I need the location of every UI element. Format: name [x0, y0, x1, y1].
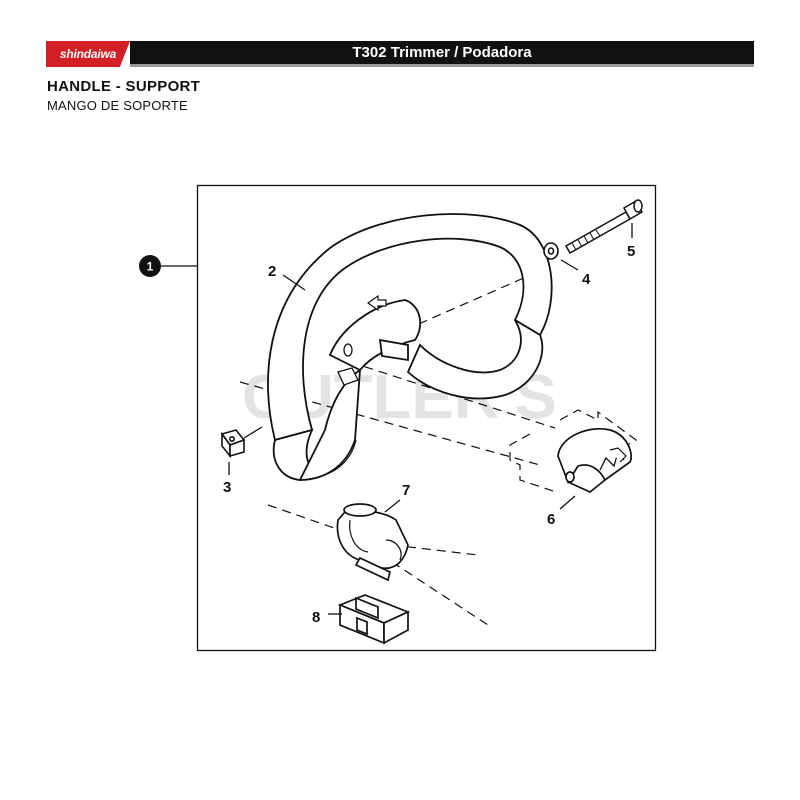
callout-2: 2: [268, 263, 276, 280]
leader-part-3-b: [243, 426, 263, 439]
square-nut-part-3: [220, 429, 246, 459]
brand-logo: shindaiwa: [46, 41, 130, 67]
clamp-cap-part-6: [557, 428, 632, 493]
callout-6: 6: [547, 511, 555, 528]
callout-8: 8: [312, 609, 320, 626]
washer-part-4: [543, 242, 559, 260]
leader-part-2: [282, 274, 306, 291]
header-bar: shindaiwa T302 Trimmer / Podadora: [46, 41, 754, 67]
leader-part-4: [560, 259, 579, 271]
leader-part-6: [559, 495, 576, 510]
section-title: HANDLE - SUPPORT: [47, 78, 201, 95]
section-subtitle: MANGO DE SOPORTE: [47, 98, 188, 113]
callout-7: 7: [402, 482, 410, 499]
assembly-callout: 1: [139, 255, 197, 277]
callout-5: 5: [627, 243, 635, 260]
assembly-callout-number: 1: [147, 260, 154, 274]
bolt-part-5: [564, 199, 644, 255]
header-black-band: [130, 41, 754, 67]
diagram-frame: [196, 184, 657, 652]
handle-bracket-part-7: [336, 503, 409, 582]
callout-4: 4: [582, 271, 591, 288]
header-title: T302 Trimmer / Podadora: [352, 44, 532, 61]
callout-3: 3: [223, 479, 231, 496]
leader-part-7: [384, 499, 401, 513]
spacer-part-8: [337, 594, 411, 645]
handle-part-2: [267, 213, 553, 481]
